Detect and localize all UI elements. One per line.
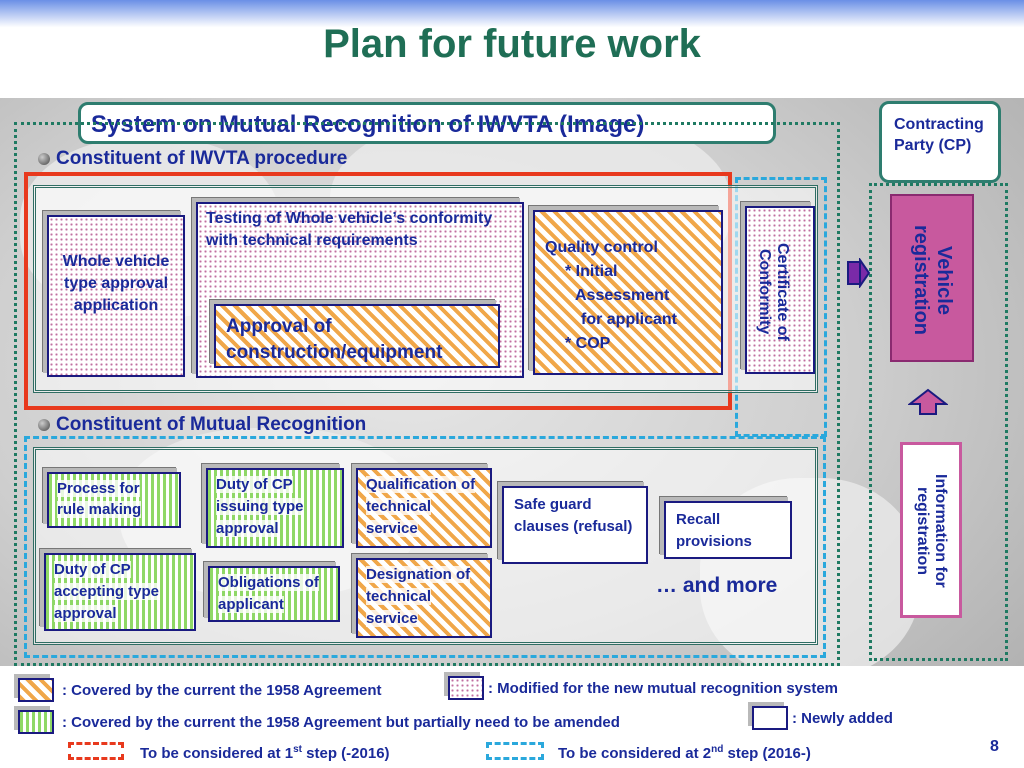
legend-step2: To be considered at 2nd step (2016-) <box>558 744 811 762</box>
header-band <box>0 0 1024 98</box>
legend-swatch-step1 <box>68 742 124 760</box>
legend-swatch-partial <box>18 710 54 734</box>
legend-step1-sup: st <box>293 744 302 755</box>
page-title: Plan for future work <box>323 22 701 66</box>
legend-step2-post: step (2016-) <box>723 745 811 762</box>
step2-dashed-frame-bottom <box>24 436 826 658</box>
outer-frame <box>14 122 840 666</box>
designation-text: Designation of technical service <box>366 566 471 627</box>
designation-box: Designation of technical service <box>356 558 492 638</box>
legend-step1-pre: To be considered at 1 <box>140 745 294 762</box>
legend-swatch-step2 <box>486 742 544 760</box>
legend-step2-sup: nd <box>711 744 724 755</box>
certificate-text: Certificate of Conformity <box>756 243 791 341</box>
duty-accepting-box: Duty of CP accepting type approval <box>44 553 196 631</box>
whole-vehicle-text: Whole vehicle type approval application <box>62 253 170 314</box>
mutual-heading: Constituent of Mutual Recognition <box>38 414 366 436</box>
legend-area <box>0 666 1024 768</box>
obligations-text: Obligations of applicant <box>218 574 319 613</box>
information-registration-text: Information for registration <box>914 474 949 588</box>
iwvta-heading-text: Constituent of IWVTA procedure <box>56 148 348 169</box>
bullet-icon <box>38 418 50 431</box>
up-arrow-icon <box>908 388 948 415</box>
legend-swatch-modified <box>448 676 484 700</box>
safe-guard-text: Safe guard clauses (refusal) <box>514 496 633 535</box>
safe-guard-box: Safe guard clauses (refusal) <box>502 486 648 564</box>
qualification-box: Qualification of technical service <box>356 468 492 548</box>
legend-step1-post: step (-2016) <box>302 745 390 762</box>
iwvta-heading: Constituent of IWVTA procedure <box>38 148 347 170</box>
vehicle-registration-box: Vehicle registration <box>890 194 974 362</box>
qc-line-2: * Initial <box>565 263 618 280</box>
qualification-text: Qualification of technical service <box>366 476 476 537</box>
recall-box: Recall provisions <box>664 501 792 559</box>
approval-text: Approval of construction/equipment <box>226 316 443 363</box>
approval-box: Approval of construction/equipment <box>214 304 500 368</box>
obligations-box: Obligations of applicant <box>208 566 340 622</box>
contracting-party-label: Contracting Party (CP) <box>894 116 984 154</box>
testing-text: Testing of Whole vehicle’s conformity wi… <box>206 210 493 249</box>
information-registration-box: Information for registration <box>900 442 962 618</box>
process-box: Process for rule making <box>47 472 181 528</box>
legend-modified: : Modified for the new mutual recognitio… <box>488 680 839 697</box>
certificate-box: Certificate of Conformity <box>745 206 815 374</box>
duty-issuing-box: Duty of CP issuing type approval <box>206 468 344 548</box>
quality-control-box: Quality control * Initial Assessment for… <box>533 210 723 375</box>
legend-step2-pre: To be considered at 2 <box>558 745 712 762</box>
mutual-heading-text: Constituent of Mutual Recognition <box>56 414 367 435</box>
qc-line-3: Assessment <box>575 287 670 304</box>
bullet-icon <box>38 152 50 165</box>
duty-accepting-text: Duty of CP accepting type approval <box>54 561 160 622</box>
contracting-party-box: Contracting Party (CP) <box>879 101 1001 183</box>
and-more-text: … and more <box>656 574 778 597</box>
recall-text: Recall provisions <box>676 511 752 550</box>
legend-partial: : Covered by the current the 1958 Agreem… <box>62 714 620 731</box>
legend-step1: To be considered at 1st step (-2016) <box>140 744 390 762</box>
legend-new: : Newly added <box>792 710 893 727</box>
cp-column-frame <box>869 183 1008 661</box>
legend-swatch-covered <box>18 678 54 702</box>
legend-swatch-new <box>752 706 788 730</box>
right-arrow-icon <box>847 258 871 288</box>
page-number: 8 <box>990 738 999 755</box>
qc-line-4: for applicant <box>581 311 678 328</box>
whole-vehicle-box: Whole vehicle type approval application <box>47 215 185 377</box>
legend-covered: : Covered by the current the 1958 Agreem… <box>62 682 382 699</box>
vehicle-registration-text: Vehicle registration <box>910 224 955 336</box>
qc-line-5: * COP <box>565 335 611 352</box>
qc-line-1: Quality control <box>545 239 658 256</box>
process-text: Process for rule making <box>57 480 142 518</box>
duty-issuing-text: Duty of CP issuing type approval <box>216 476 304 537</box>
